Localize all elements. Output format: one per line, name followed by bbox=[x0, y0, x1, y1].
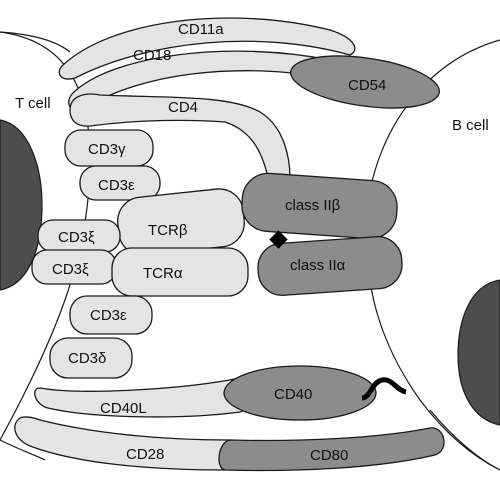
t-cell-membrane-bottom bbox=[0, 439, 46, 461]
cd11a-label: CD11a bbox=[178, 21, 224, 38]
antigen-peptide-diamond bbox=[269, 230, 288, 249]
b-cell-label: B cell bbox=[452, 117, 489, 134]
cd80-shape bbox=[218, 427, 445, 472]
cd40-label: CD40 bbox=[274, 386, 312, 403]
t-cell-membrane-upper bbox=[0, 31, 71, 53]
class-ii-alpha-shape bbox=[257, 236, 403, 296]
class-ii-alpha-label: class IIα bbox=[290, 257, 346, 274]
cd3-epsilon-bottom-label: CD3ε bbox=[90, 307, 127, 324]
cd40l-shape bbox=[34, 377, 249, 418]
cd3-delta-label: CD3δ bbox=[68, 350, 106, 367]
t-cell-nucleus bbox=[0, 119, 43, 291]
t-cell-label: T cell bbox=[15, 95, 51, 112]
cd4-label: CD4 bbox=[168, 99, 198, 116]
cd3-delta-shape bbox=[49, 337, 133, 379]
cd28-label: CD28 bbox=[126, 446, 164, 463]
cd3-xi-top-label: CD3ξ bbox=[58, 229, 95, 246]
cd80-label: CD80 bbox=[310, 447, 348, 464]
tcr-alpha-label: TCRα bbox=[143, 265, 183, 282]
cd40-shape bbox=[223, 365, 377, 421]
tcr-alpha-shape bbox=[111, 247, 249, 297]
cd28-shape bbox=[14, 416, 231, 471]
cd3-gamma-label: CD3γ bbox=[88, 141, 126, 158]
cd3-epsilon-top-shape bbox=[79, 165, 161, 201]
cd3-epsilon-bottom-shape bbox=[69, 295, 153, 335]
b-cell-nucleus bbox=[457, 279, 500, 426]
tcr-beta-label: TCRβ bbox=[148, 222, 188, 239]
cd54-shape bbox=[290, 55, 440, 109]
cd40l-label: CD40L bbox=[100, 400, 147, 417]
b-cell-membrane-lower bbox=[429, 409, 500, 471]
class-ii-beta-label: class IIβ bbox=[285, 197, 341, 214]
cd3-xi-bottom-label: CD3ξ bbox=[52, 261, 89, 278]
cd11a-shape bbox=[58, 17, 356, 80]
class-ii-beta-shape bbox=[241, 172, 398, 240]
cd3-epsilon-top-label: CD3ε bbox=[98, 177, 135, 194]
cd54-label: CD54 bbox=[348, 77, 386, 94]
cd18-label: CD18 bbox=[133, 47, 171, 64]
cd40-ligand-squiggle bbox=[361, 377, 407, 401]
